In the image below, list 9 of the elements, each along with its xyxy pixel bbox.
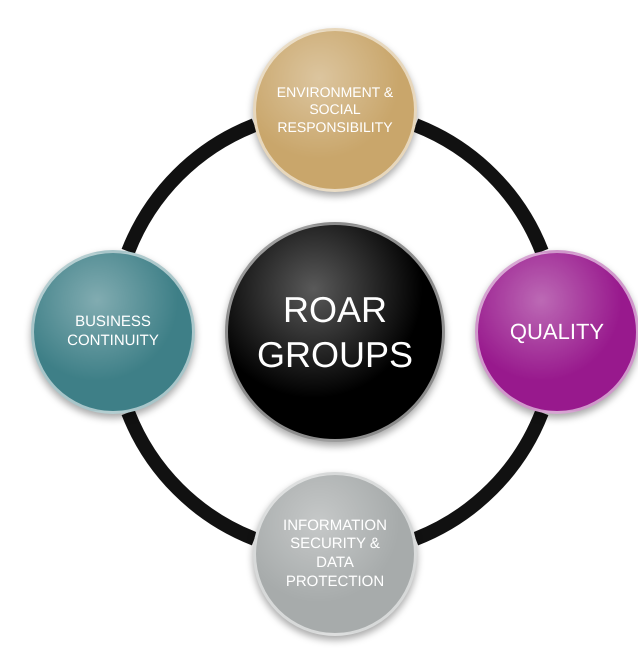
node-label: QUALITY bbox=[508, 318, 606, 346]
ring-connector bbox=[122, 118, 258, 254]
node-label: BUSINESS CONTINUITY bbox=[66, 313, 160, 351]
ring-connector bbox=[412, 118, 548, 254]
node-label: INFORMATION SECURITY & DATA PROTECTION bbox=[282, 516, 388, 592]
node-label: ENVIRONMENT & SOCIAL RESPONSIBILITY bbox=[276, 84, 394, 136]
node-label: ROAR GROUPS bbox=[256, 288, 414, 377]
ring-connector bbox=[122, 410, 258, 546]
ring-connector bbox=[412, 410, 548, 546]
